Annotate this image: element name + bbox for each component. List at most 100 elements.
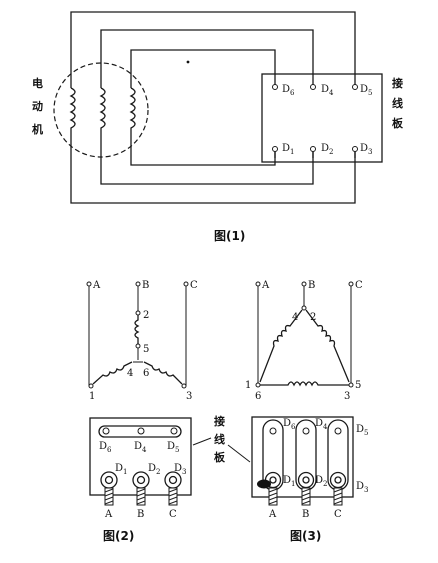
star-feed-a: A [104,509,113,520]
star-label-d4: D4 [134,441,147,454]
caption-fig3: 图(3) [290,529,321,543]
label-d3: D3 [360,143,373,156]
delta-terminal-d5 [334,427,342,435]
delta-label-d2: D2 [315,475,328,488]
node-3 [181,383,187,389]
caption-fig1: 图(1) [214,229,245,243]
label-d6: D6 [282,84,295,97]
wire-loop-middle [100,29,314,88]
delta-node-5-label: 5 [355,380,361,391]
star-label-d5: D5 [167,441,180,454]
motor-outline [53,62,149,158]
terminal-d2 [310,146,316,152]
wire-loop-outer [70,11,356,88]
node-5-label: 5 [143,344,149,355]
star-lug-c [164,471,182,506]
figure-3: A B C 4 2 1 6 3 5 D6 D4 D5 D1 D2 D3 [245,280,369,543]
delta-lug-b [297,471,315,506]
wire-loop-inner [130,49,276,88]
delta-feed-b: B [302,509,309,520]
delta-label-d5: D5 [356,424,369,437]
terminal-d5 [352,84,358,90]
node-6-label: 6 [143,368,149,379]
label-d5: D5 [360,84,373,97]
star-feed-c: C [169,509,177,520]
label-d4: D4 [321,84,334,97]
terminal-d1 [272,146,278,152]
delta-node-2-label: 2 [310,312,316,323]
star-label-d3: D3 [174,463,187,476]
motor-label-char-3: 机 [32,122,43,136]
delta-line-c-label: C [355,280,363,291]
delta-winding-left [259,309,303,383]
star-label-d6: D6 [99,441,112,454]
callout-char-2: 线 [214,432,225,446]
delta-label-d6: D6 [283,418,296,431]
board-callout: 接 线 板 [192,414,251,464]
delta-node-6-label: 6 [255,391,261,402]
star-label-d1: D1 [115,463,128,476]
delta-node-4-label: 4 [292,312,298,323]
wire-return-middle [100,132,314,185]
delta-line-a-label: A [261,280,270,291]
label-d1: D1 [282,143,295,156]
node-2-label: 2 [143,310,149,321]
delta-winding-bottom [260,381,349,387]
delta-line-b-label: B [308,280,315,291]
node-1-label: 1 [89,391,95,402]
node-5 [135,343,141,349]
delta-label-d3: D3 [356,481,369,494]
board-label-char-3: 板 [392,116,404,130]
terminal-d6 [272,84,278,90]
star-lug-b [132,471,150,506]
star-terminal-d6 [102,427,110,435]
board-label-char-1: 接 [392,76,403,90]
wire-return-outer [70,132,356,204]
delta-node-right [348,382,354,388]
label-d2: D2 [321,143,334,156]
star-label-d2: D2 [148,463,161,476]
delta-node-1-label: 1 [245,380,251,391]
callout-char-1: 接 [214,414,225,428]
star-jumper-bar [98,425,182,438]
line-b-label: B [142,280,149,291]
star-winding-a [92,361,133,385]
star-feed-b: B [137,509,144,520]
delta-feed-a: A [268,509,277,520]
star-lug-a [100,471,118,506]
node-b [135,281,141,287]
star-terminal-d5 [170,427,178,435]
board-label-char-2: 线 [392,96,403,110]
terminal-d3 [352,146,358,152]
delta-terminal-d6 [269,427,277,435]
delta-node-3-label: 3 [344,391,350,402]
node-1 [88,383,94,389]
terminal-stubs [274,78,356,158]
delta-lug-c [329,471,347,506]
delta-winding-right [305,309,350,383]
delta-feed-c: C [334,509,342,520]
terminal-board-1 [261,73,383,163]
caption-fig2: 图(2) [103,529,134,543]
star-terminal-d4 [137,427,145,435]
star-winding-b [134,313,140,345]
delta-label-d4: D4 [315,418,328,431]
stray-dot [186,60,190,64]
winding-3 [129,87,136,132]
delta-node-a [255,281,261,287]
terminal-d4 [310,84,316,90]
motor-label-char-1: 电 [32,76,43,90]
star-winding-c [143,361,183,385]
node-c [183,281,189,287]
callout-leader-right [227,444,251,463]
node-2 [135,310,141,316]
delta-lug-a [257,471,282,506]
node-a [86,281,92,287]
node-3-label: 3 [186,391,192,402]
motor-label-char-2: 动 [32,99,43,113]
winding-1 [69,87,76,132]
delta-terminal-d4 [302,427,310,435]
line-c-label: C [190,280,198,291]
callout-char-3: 板 [214,450,226,464]
